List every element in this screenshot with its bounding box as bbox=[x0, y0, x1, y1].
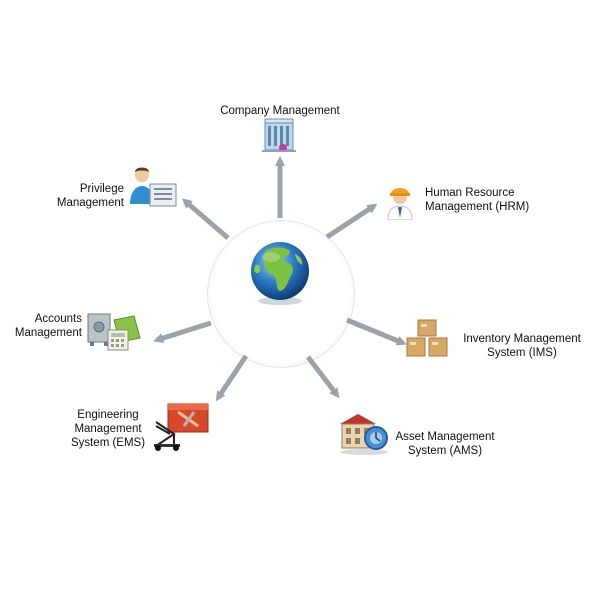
node-label-accounts: Accounts Management bbox=[14, 313, 82, 339]
arrow-accounts bbox=[153, 320, 212, 343]
node-label-ims: Inventory Management System (IMS) bbox=[463, 333, 581, 359]
arrow-ims bbox=[346, 317, 407, 346]
node-label-ams: Asset Management System (AMS) bbox=[395, 431, 495, 457]
node-label-privilege: Privilege Management bbox=[56, 183, 124, 209]
arrow-ams bbox=[306, 355, 340, 399]
node-label-company: Company Management bbox=[220, 105, 340, 117]
asset-building-icon bbox=[340, 414, 388, 455]
node-label-hrm: Human Resource Management (HRM) bbox=[425, 187, 530, 213]
arrow-ems bbox=[215, 354, 249, 402]
boxes-icon bbox=[406, 319, 448, 357]
office-building-icon bbox=[262, 118, 296, 152]
arrow-hrm bbox=[325, 203, 378, 240]
safe-calculator-icon bbox=[87, 313, 141, 351]
node-label-ems: Engineering Management System (EMS) bbox=[70, 409, 146, 449]
globe-icon bbox=[251, 242, 309, 305]
worker-hardhat-icon bbox=[387, 188, 413, 220]
toolbox-cart-icon bbox=[154, 403, 209, 451]
arrow-privilege bbox=[181, 198, 230, 240]
user-checklist-icon bbox=[130, 167, 177, 207]
